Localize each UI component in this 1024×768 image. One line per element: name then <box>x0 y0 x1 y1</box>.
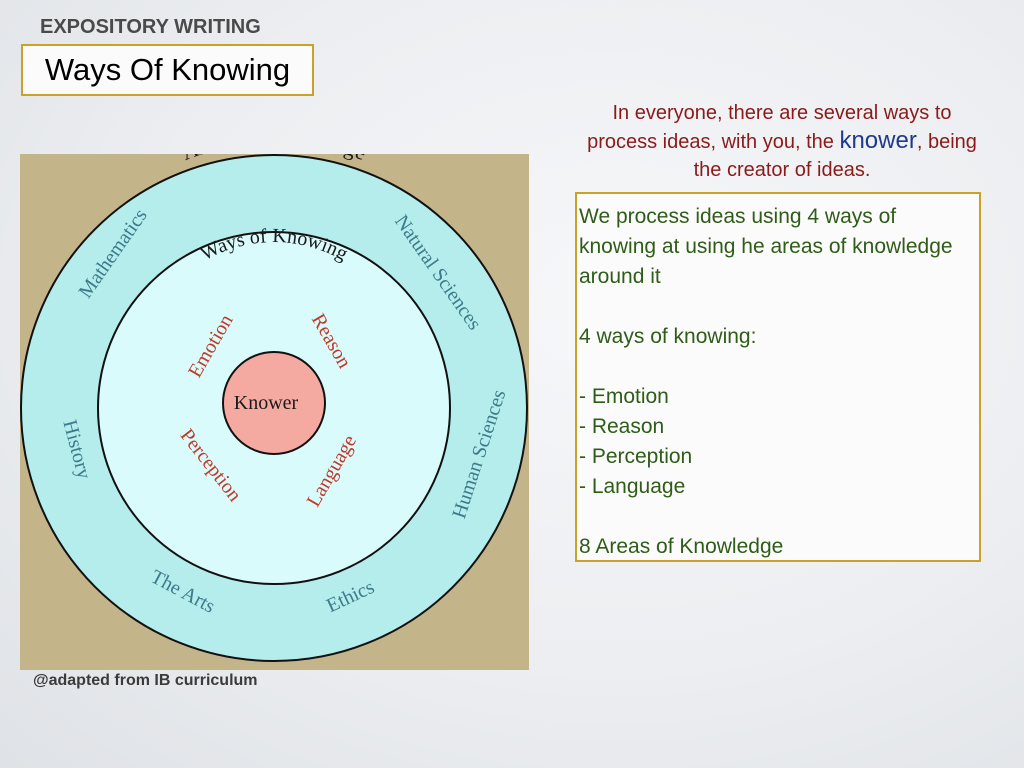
intro-line-before: In everyone, there are several ways to p… <box>587 102 952 153</box>
info-paragraph: We process ideas using 4 ways of knowing… <box>579 205 953 288</box>
knower-circle <box>222 351 326 455</box>
slide-kicker: EXPOSITORY WRITING <box>40 16 261 38</box>
info-list-item-emotion: - Emotion <box>579 385 669 408</box>
info-list-heading: 4 ways of knowing: <box>579 325 757 348</box>
intro-line-after: , being the creator of ideas. <box>693 131 977 181</box>
intro-text: In everyone, there are several ways to p… <box>582 99 982 184</box>
info-box: We process ideas using 4 ways of knowing… <box>575 192 981 562</box>
slide-title: Ways Of Knowing <box>44 52 291 87</box>
knower-label: Knower <box>234 392 299 414</box>
credit-text: @adapted from IB curriculum <box>33 672 258 689</box>
info-list-item-language: - Language <box>579 475 686 498</box>
intro-highlight-knower: knower <box>839 127 917 154</box>
info-list-item-reason: - Reason <box>579 415 665 438</box>
info-list-item-perception: - Perception <box>579 445 693 468</box>
title-box: Ways Of Knowing <box>21 44 314 96</box>
ways-of-knowing-diagram: Areas of Knowledge Ways of Knowing Knowe… <box>20 154 529 670</box>
info-footer: 8 Areas of Knowledge <box>579 535 784 558</box>
